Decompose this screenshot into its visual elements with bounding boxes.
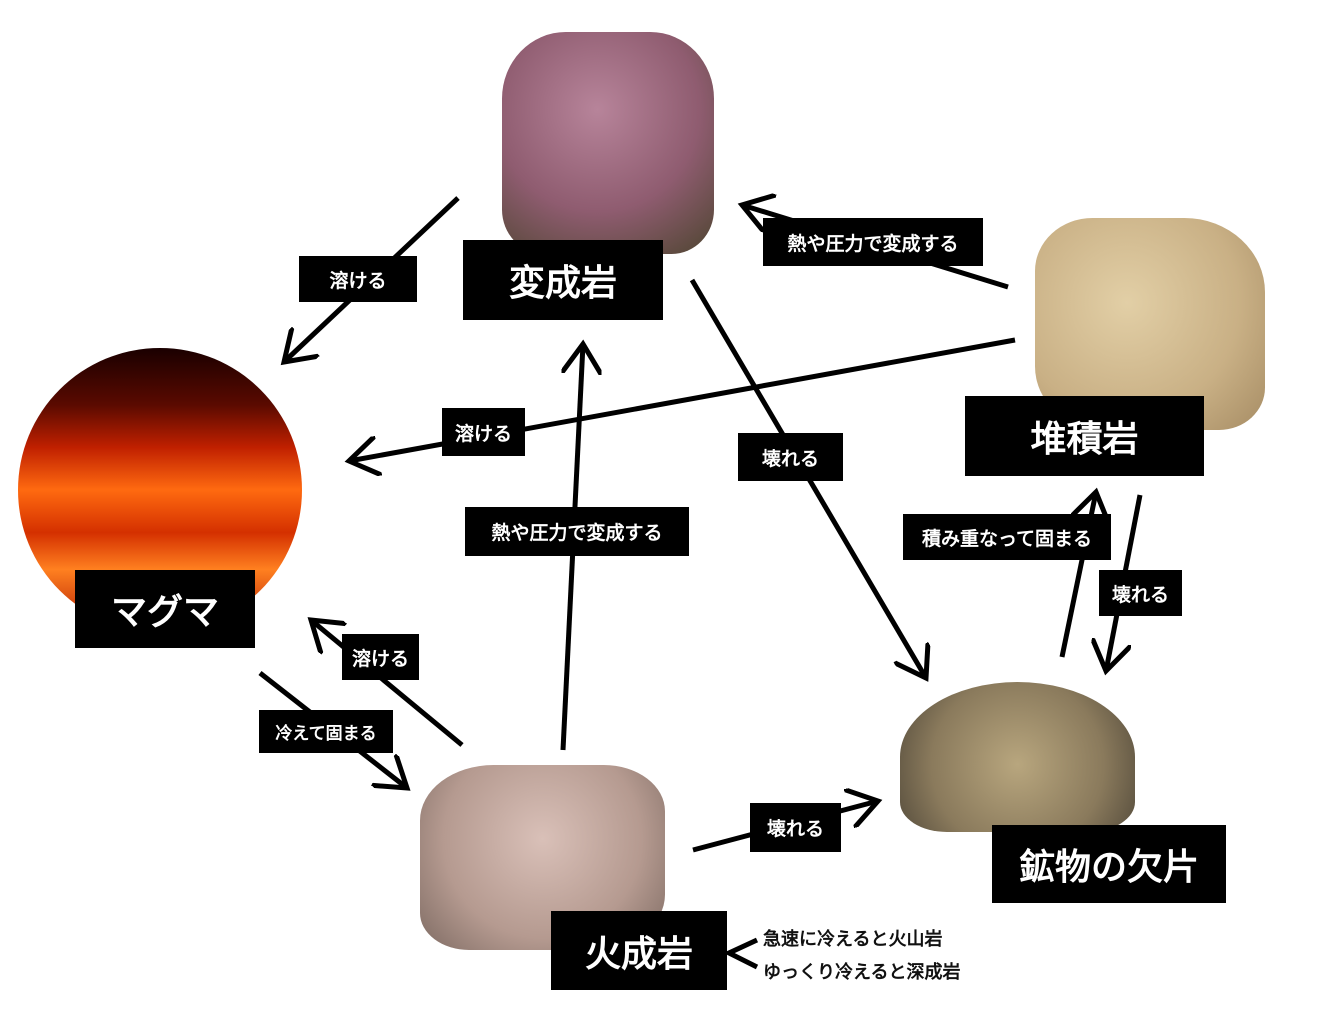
metamorphic-rock-image bbox=[502, 32, 714, 254]
node-magma: マグマ bbox=[75, 570, 255, 648]
bracket-icon bbox=[723, 937, 759, 970]
node-sedimentary-rock: 堆積岩 bbox=[965, 396, 1204, 476]
mineral-fragments-image bbox=[900, 682, 1135, 832]
label-cool: 冷えて固まる bbox=[259, 710, 393, 753]
sedimentary-rock-image bbox=[1035, 218, 1265, 430]
arrow-igneous-to-magma bbox=[311, 620, 464, 747]
node-igneous-rock: 火成岩 bbox=[551, 911, 727, 990]
label-break-3: 壊れる bbox=[750, 803, 841, 852]
label-metamorphose-1: 熱や圧力で変成する bbox=[763, 218, 983, 266]
label-compact: 積み重なって固まる bbox=[903, 514, 1111, 560]
note-plutonic: ゆっくり冷えると深成岩 bbox=[763, 962, 961, 983]
label-melt-2: 溶ける bbox=[442, 408, 525, 456]
node-mineral-fragments: 鉱物の欠片 bbox=[992, 825, 1226, 903]
node-metamorphic-rock: 変成岩 bbox=[463, 240, 663, 320]
label-metamorphose-2: 熱や圧力で変成する bbox=[465, 507, 689, 556]
label-break-1: 壊れる bbox=[738, 433, 843, 481]
label-melt-1: 溶ける bbox=[299, 256, 417, 302]
label-break-2: 壊れる bbox=[1099, 570, 1182, 616]
label-melt-3: 溶ける bbox=[342, 634, 419, 680]
note-volcanic: 急速に冷えると火山岩 bbox=[763, 929, 943, 950]
